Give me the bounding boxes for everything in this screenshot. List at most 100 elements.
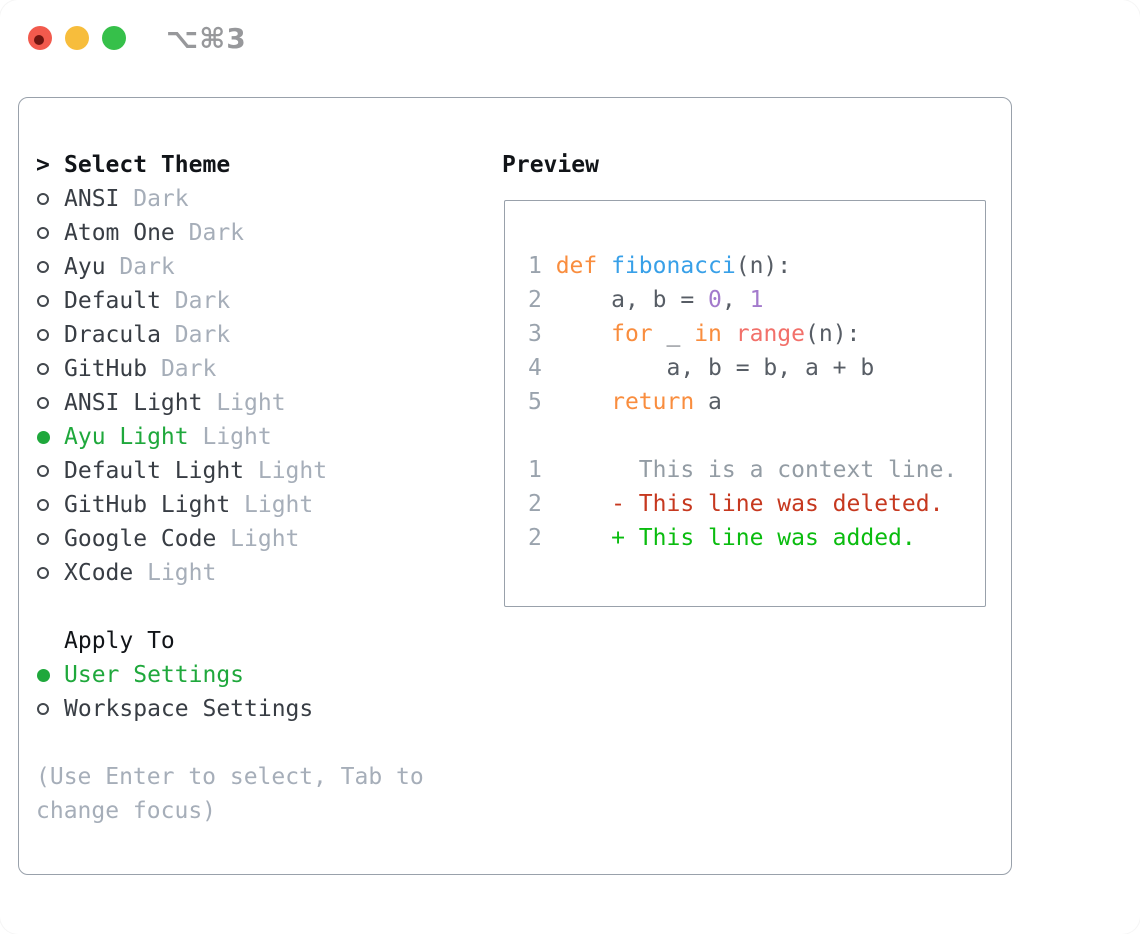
code-token-removed: - This line was deleted. <box>555 491 944 517</box>
theme-variant-tag: Dark <box>188 220 245 246</box>
radio-unselected-icon <box>36 567 64 579</box>
line-number: 1 <box>528 457 556 483</box>
code-token-context: This is a context line. <box>555 457 958 483</box>
code-token-plain <box>556 321 611 347</box>
line-number: 4 <box>528 355 556 381</box>
code-token-added: + This line was added. <box>555 525 916 551</box>
theme-option-label: ANSI Light <box>64 390 203 416</box>
theme-option-label: ANSI <box>64 186 120 212</box>
code-token-plain <box>722 321 736 347</box>
theme-option-dracula-dark[interactable]: Dracula Dark <box>36 318 476 352</box>
apply-option-workspace-settings[interactable]: Workspace Settings <box>36 692 476 726</box>
theme-option-xcode-light[interactable]: XCode Light <box>36 556 476 590</box>
theme-option-default-light-light[interactable]: Default Light Light <box>36 454 476 488</box>
diff-line: 1 This is a context line. <box>528 453 985 487</box>
code-line: 4 a, b = b, a + b <box>528 351 985 385</box>
code-token-keyword: in <box>694 321 722 347</box>
spacer <box>36 590 476 624</box>
theme-option-label: Ayu Light <box>64 424 189 450</box>
diff-line: 2 - This line was deleted. <box>528 487 985 521</box>
code-token-keyword: return <box>611 389 695 415</box>
theme-variant-tag: Light <box>147 560 217 586</box>
radio-unselected-icon <box>36 703 64 715</box>
apply-option-user-settings[interactable]: User Settings <box>36 658 476 692</box>
code-token-function: fibonacci <box>611 253 736 279</box>
theme-option-label: XCode <box>64 560 134 586</box>
close-button-dot <box>34 35 44 45</box>
code-token-keyword: def <box>555 253 612 279</box>
apply-to-header-label: Apply To <box>64 628 175 654</box>
radio-unselected-icon <box>36 227 64 239</box>
code-token-number: 0 <box>708 287 722 313</box>
code-token-plain: a, b = <box>555 287 709 313</box>
line-number: 2 <box>528 287 556 313</box>
apply-option-label: User Settings <box>64 662 245 688</box>
line-number: 2 <box>528 525 556 551</box>
code-line: 3 for _ in range(n): <box>528 317 985 351</box>
code-token-plain: a, b = b, a + b <box>555 355 875 381</box>
theme-option-label: GitHub <box>64 356 148 382</box>
line-number: 1 <box>528 253 556 279</box>
spacer <box>36 726 476 760</box>
theme-variant-tag: Dark <box>174 288 231 314</box>
code-token-plain: _ <box>652 321 695 347</box>
theme-option-ayu-dark[interactable]: Ayu Dark <box>36 250 476 284</box>
titlebar: ⌥⌘3 <box>0 0 1140 75</box>
theme-option-ansi-light-light[interactable]: ANSI Light Light <box>36 386 476 420</box>
theme-variant-tag: Dark <box>133 186 189 212</box>
theme-variant-tag: Light <box>216 390 286 416</box>
theme-option-label: Atom One <box>64 220 175 246</box>
radio-unselected-icon <box>36 329 64 341</box>
zoom-button[interactable] <box>102 26 126 50</box>
code-token-keyword: for <box>611 321 653 347</box>
code-token-plain: a <box>694 389 722 415</box>
focus-caret-icon: > <box>36 152 50 178</box>
apply-to-header: Apply To <box>36 624 476 658</box>
code-token-plain: (n): <box>805 321 861 347</box>
window-title: ⌥⌘3 <box>166 21 247 55</box>
theme-option-label: Google Code <box>64 526 217 552</box>
diff-line: 2 + This line was added. <box>528 521 985 555</box>
theme-option-github-light-light[interactable]: GitHub Light Light <box>36 488 476 522</box>
radio-unselected-icon <box>36 499 64 511</box>
close-button[interactable] <box>28 26 52 50</box>
theme-option-atom-one-dark[interactable]: Atom One Dark <box>36 216 476 250</box>
theme-variant-tag: Dark <box>119 254 175 280</box>
code-line: 5 return a <box>528 385 985 419</box>
theme-option-label: Ayu <box>64 254 106 280</box>
code-token-plain: , <box>721 287 750 313</box>
theme-variant-tag: Light <box>202 424 272 450</box>
radio-unselected-icon <box>36 295 64 307</box>
theme-variant-tag: Light <box>257 458 328 484</box>
select-theme-header: > Select Theme <box>36 148 476 182</box>
apply-option-label: Workspace Settings <box>64 696 314 722</box>
select-theme-header-label: Select Theme <box>64 152 231 178</box>
theme-option-label: Default Light <box>64 458 245 484</box>
help-text-line: change focus) <box>36 798 217 824</box>
theme-variant-tag: Light <box>244 492 314 518</box>
line-number: 2 <box>528 491 556 517</box>
minimize-button[interactable] <box>65 26 89 50</box>
code-line: 2 a, b = 0, 1 <box>528 283 985 317</box>
theme-option-ansi-dark[interactable]: ANSI Dark <box>36 182 476 216</box>
code-token-number: 1 <box>749 287 764 313</box>
theme-option-ayu-light-light[interactable]: Ayu Light Light <box>36 420 476 454</box>
radio-unselected-icon <box>36 363 64 375</box>
radio-selected-icon <box>36 430 64 444</box>
radio-unselected-icon <box>36 465 64 477</box>
radio-selected-icon <box>36 668 64 682</box>
theme-option-label: Dracula <box>64 322 161 348</box>
line-number: 5 <box>528 389 556 415</box>
radio-unselected-icon <box>36 193 64 205</box>
radio-unselected-icon <box>36 533 64 545</box>
theme-variant-tag: Dark <box>174 322 231 348</box>
theme-option-label: GitHub Light <box>64 492 231 518</box>
